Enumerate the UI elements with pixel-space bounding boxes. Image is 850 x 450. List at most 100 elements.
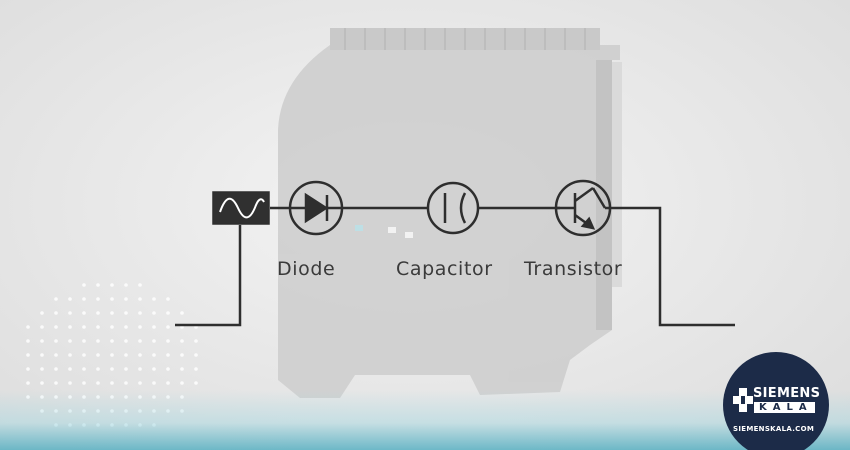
dot	[54, 367, 58, 371]
dot	[40, 325, 44, 329]
dot	[152, 311, 156, 315]
dot	[82, 311, 86, 315]
dot	[68, 311, 72, 315]
dot	[180, 339, 184, 343]
dot	[26, 353, 30, 357]
dot	[152, 339, 156, 343]
dot	[180, 353, 184, 357]
dot	[152, 297, 156, 301]
dot	[54, 339, 58, 343]
dot	[82, 381, 86, 385]
dot	[194, 339, 198, 343]
dot	[152, 381, 156, 385]
dot	[166, 339, 170, 343]
dot	[194, 353, 198, 357]
dot	[96, 353, 100, 357]
dot	[124, 367, 128, 371]
dot	[54, 353, 58, 357]
dot	[152, 353, 156, 357]
transistor-icon	[554, 179, 612, 237]
dot	[68, 353, 72, 357]
dot	[40, 353, 44, 357]
dot	[138, 367, 142, 371]
dot	[68, 325, 72, 329]
dot	[166, 311, 170, 315]
dot	[96, 381, 100, 385]
dot	[96, 367, 100, 371]
dot	[54, 311, 58, 315]
dot	[110, 311, 114, 315]
circuit-wires	[175, 206, 735, 327]
dot	[124, 325, 128, 329]
dot	[124, 339, 128, 343]
dot	[166, 353, 170, 357]
dot	[26, 381, 30, 385]
transistor-label: Transistor	[524, 258, 623, 280]
dot	[54, 325, 58, 329]
dot	[40, 381, 44, 385]
dot	[96, 325, 100, 329]
dot	[82, 339, 86, 343]
dot	[152, 325, 156, 329]
dot	[124, 353, 128, 357]
dot	[180, 367, 184, 371]
logo-brand-bottom: KALA	[754, 402, 815, 413]
dot	[166, 381, 170, 385]
dot	[68, 297, 72, 301]
dot	[96, 297, 100, 301]
dot	[40, 367, 44, 371]
dot	[152, 367, 156, 371]
dot	[138, 283, 142, 287]
logo-brand-top: SIEMENS	[753, 386, 821, 401]
capacitor-icon	[426, 181, 480, 235]
dot	[96, 339, 100, 343]
dot	[54, 381, 58, 385]
diode-icon	[288, 180, 344, 236]
dot	[124, 381, 128, 385]
dot	[138, 311, 142, 315]
dot	[138, 297, 142, 301]
logo-mark-icon	[733, 388, 753, 412]
logo-website: SIEMENSKALA.COM	[733, 425, 815, 433]
dot	[26, 367, 30, 371]
dot	[82, 353, 86, 357]
dot	[110, 325, 114, 329]
dot	[96, 311, 100, 315]
status-led	[405, 232, 413, 238]
brand-logo: SIEMENS KALA SIEMENSKALA.COM	[723, 352, 829, 450]
dot	[82, 297, 86, 301]
dot	[82, 325, 86, 329]
dot	[96, 283, 100, 287]
dot	[138, 353, 142, 357]
dot	[26, 325, 30, 329]
dot	[54, 297, 58, 301]
dot	[82, 283, 86, 287]
dot	[180, 381, 184, 385]
bottom-teal-glow	[0, 390, 850, 450]
status-led	[355, 225, 363, 231]
dot	[138, 339, 142, 343]
dot	[124, 283, 128, 287]
dot	[40, 339, 44, 343]
dot	[166, 325, 170, 329]
dot	[40, 311, 44, 315]
diode-label: Diode	[277, 258, 336, 280]
dot	[166, 367, 170, 371]
dot	[110, 367, 114, 371]
dot	[110, 381, 114, 385]
dot	[26, 339, 30, 343]
dot	[124, 297, 128, 301]
capacitor-label: Capacitor	[396, 258, 493, 280]
dot	[138, 381, 142, 385]
dot	[68, 381, 72, 385]
output-wire	[605, 206, 735, 327]
status-led	[388, 227, 396, 233]
dot	[68, 367, 72, 371]
dot	[194, 367, 198, 371]
input-wire	[175, 225, 242, 327]
dot	[166, 297, 170, 301]
dot	[110, 283, 114, 287]
dot	[124, 311, 128, 315]
